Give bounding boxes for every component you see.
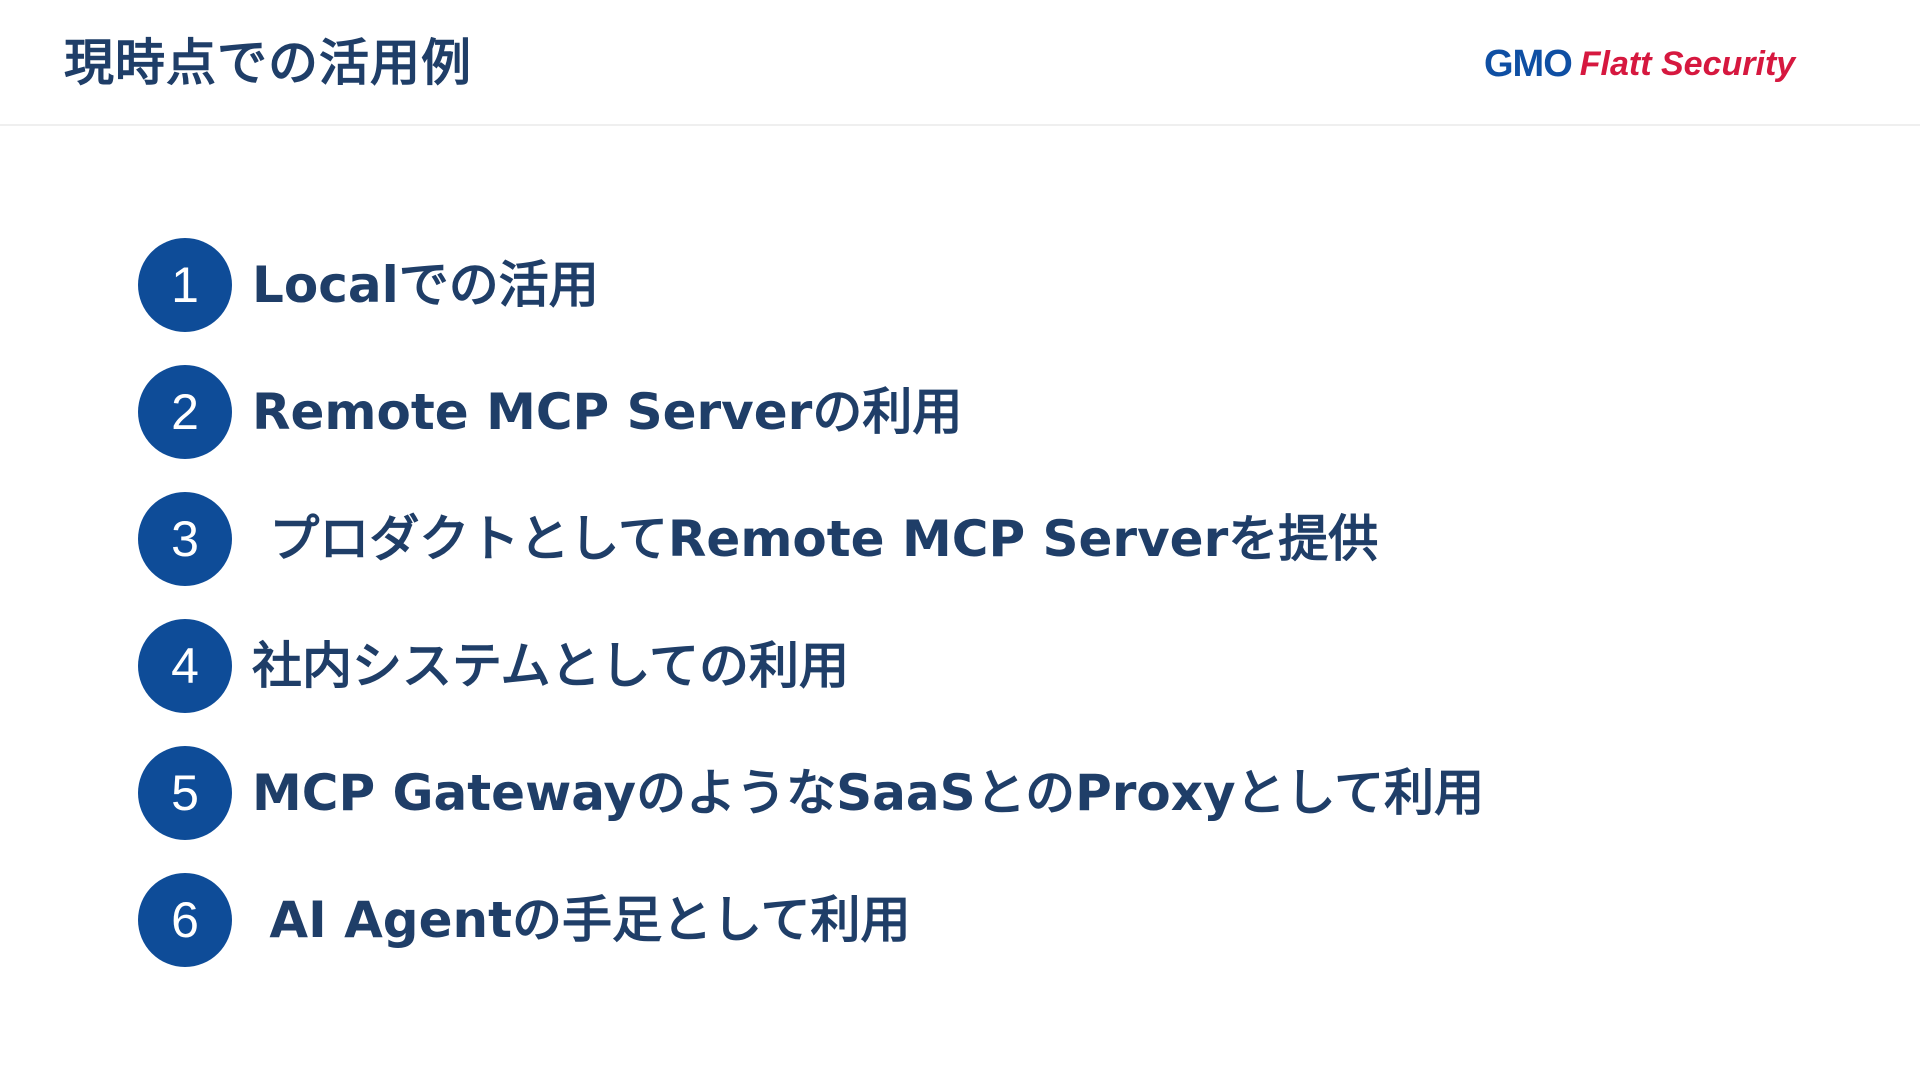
list-item: 3 プロダクトとしてRemote MCP Serverを提供 (138, 492, 1378, 586)
list-item-text: Remote MCP Serverの利用 (252, 383, 963, 441)
logo-brand-text: Flatt Security (1579, 45, 1796, 83)
list-item-text: AI Agentの手足として利用 (252, 891, 911, 949)
number-badge: 4 (138, 619, 232, 713)
list-item-text: MCP GatewayのようなSaaSとのProxyとして利用 (252, 764, 1485, 822)
number-badge: 3 (138, 492, 232, 586)
page-title: 現時点での活用例 (64, 34, 472, 92)
number-badge: 6 (138, 873, 232, 967)
list-item-text: プロダクトとしてRemote MCP Serverを提供 (252, 510, 1379, 568)
list-item: 2 Remote MCP Serverの利用 (138, 365, 962, 459)
number-badge: 2 (138, 365, 232, 459)
number-badge: 1 (138, 238, 232, 332)
list-item: 1 Localでの活用 (138, 238, 599, 332)
list-item: 6 AI Agentの手足として利用 (138, 873, 911, 967)
number-badge: 5 (138, 746, 232, 840)
logo-gmo-text: GMO (1484, 43, 1573, 85)
list-item: 4 社内システムとしての利用 (138, 619, 849, 713)
list-item-text: Localでの活用 (252, 256, 599, 314)
list-item-text: 社内システムとしての利用 (252, 637, 849, 695)
list-item: 5 MCP GatewayのようなSaaSとのProxyとして利用 (138, 746, 1484, 840)
